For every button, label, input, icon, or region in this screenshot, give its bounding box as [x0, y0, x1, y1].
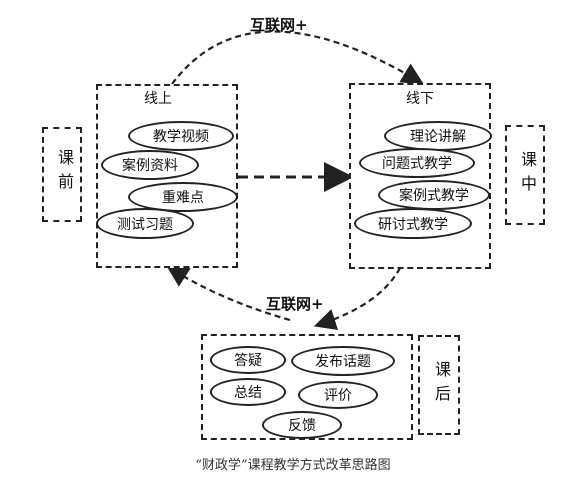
offline-item: 理论讲解	[384, 121, 492, 151]
online-item: 重难点	[128, 182, 238, 212]
online-item: 教学视频	[128, 121, 234, 151]
before-class-label: 课前	[55, 149, 74, 197]
after-class-item: 总结	[210, 378, 286, 406]
offline-item: 研讨式教学	[354, 208, 472, 239]
offline-item: 问题式教学	[359, 148, 475, 178]
online-title: 线上	[144, 91, 172, 107]
offline-item: 案例式教学	[378, 180, 490, 210]
bottom-arrow-label: 互联网+	[266, 295, 324, 313]
top-arc-arrow	[171, 30, 424, 85]
online-item: 测试习题	[96, 208, 194, 239]
figure-caption: “财政学”课程教学方式改革思路图	[195, 458, 391, 473]
online-item: 案例资料	[101, 150, 199, 180]
after-class-item: 评价	[298, 381, 378, 409]
after-class-side-box: 课后	[418, 335, 460, 435]
after-class-label: 课后	[432, 361, 451, 409]
after-class-item: 反馈	[262, 411, 342, 439]
before-class-box: 课前	[42, 127, 82, 222]
bottom-arc-arrow-down	[313, 267, 401, 331]
in-class-label: 课中	[518, 151, 537, 199]
after-class-item: 发布话题	[291, 346, 395, 376]
in-class-box: 课中	[505, 125, 545, 225]
offline-title: 线下	[406, 91, 434, 107]
after-class-item: 答疑	[210, 346, 286, 374]
top-arrow-label: 互联网+	[250, 16, 308, 34]
